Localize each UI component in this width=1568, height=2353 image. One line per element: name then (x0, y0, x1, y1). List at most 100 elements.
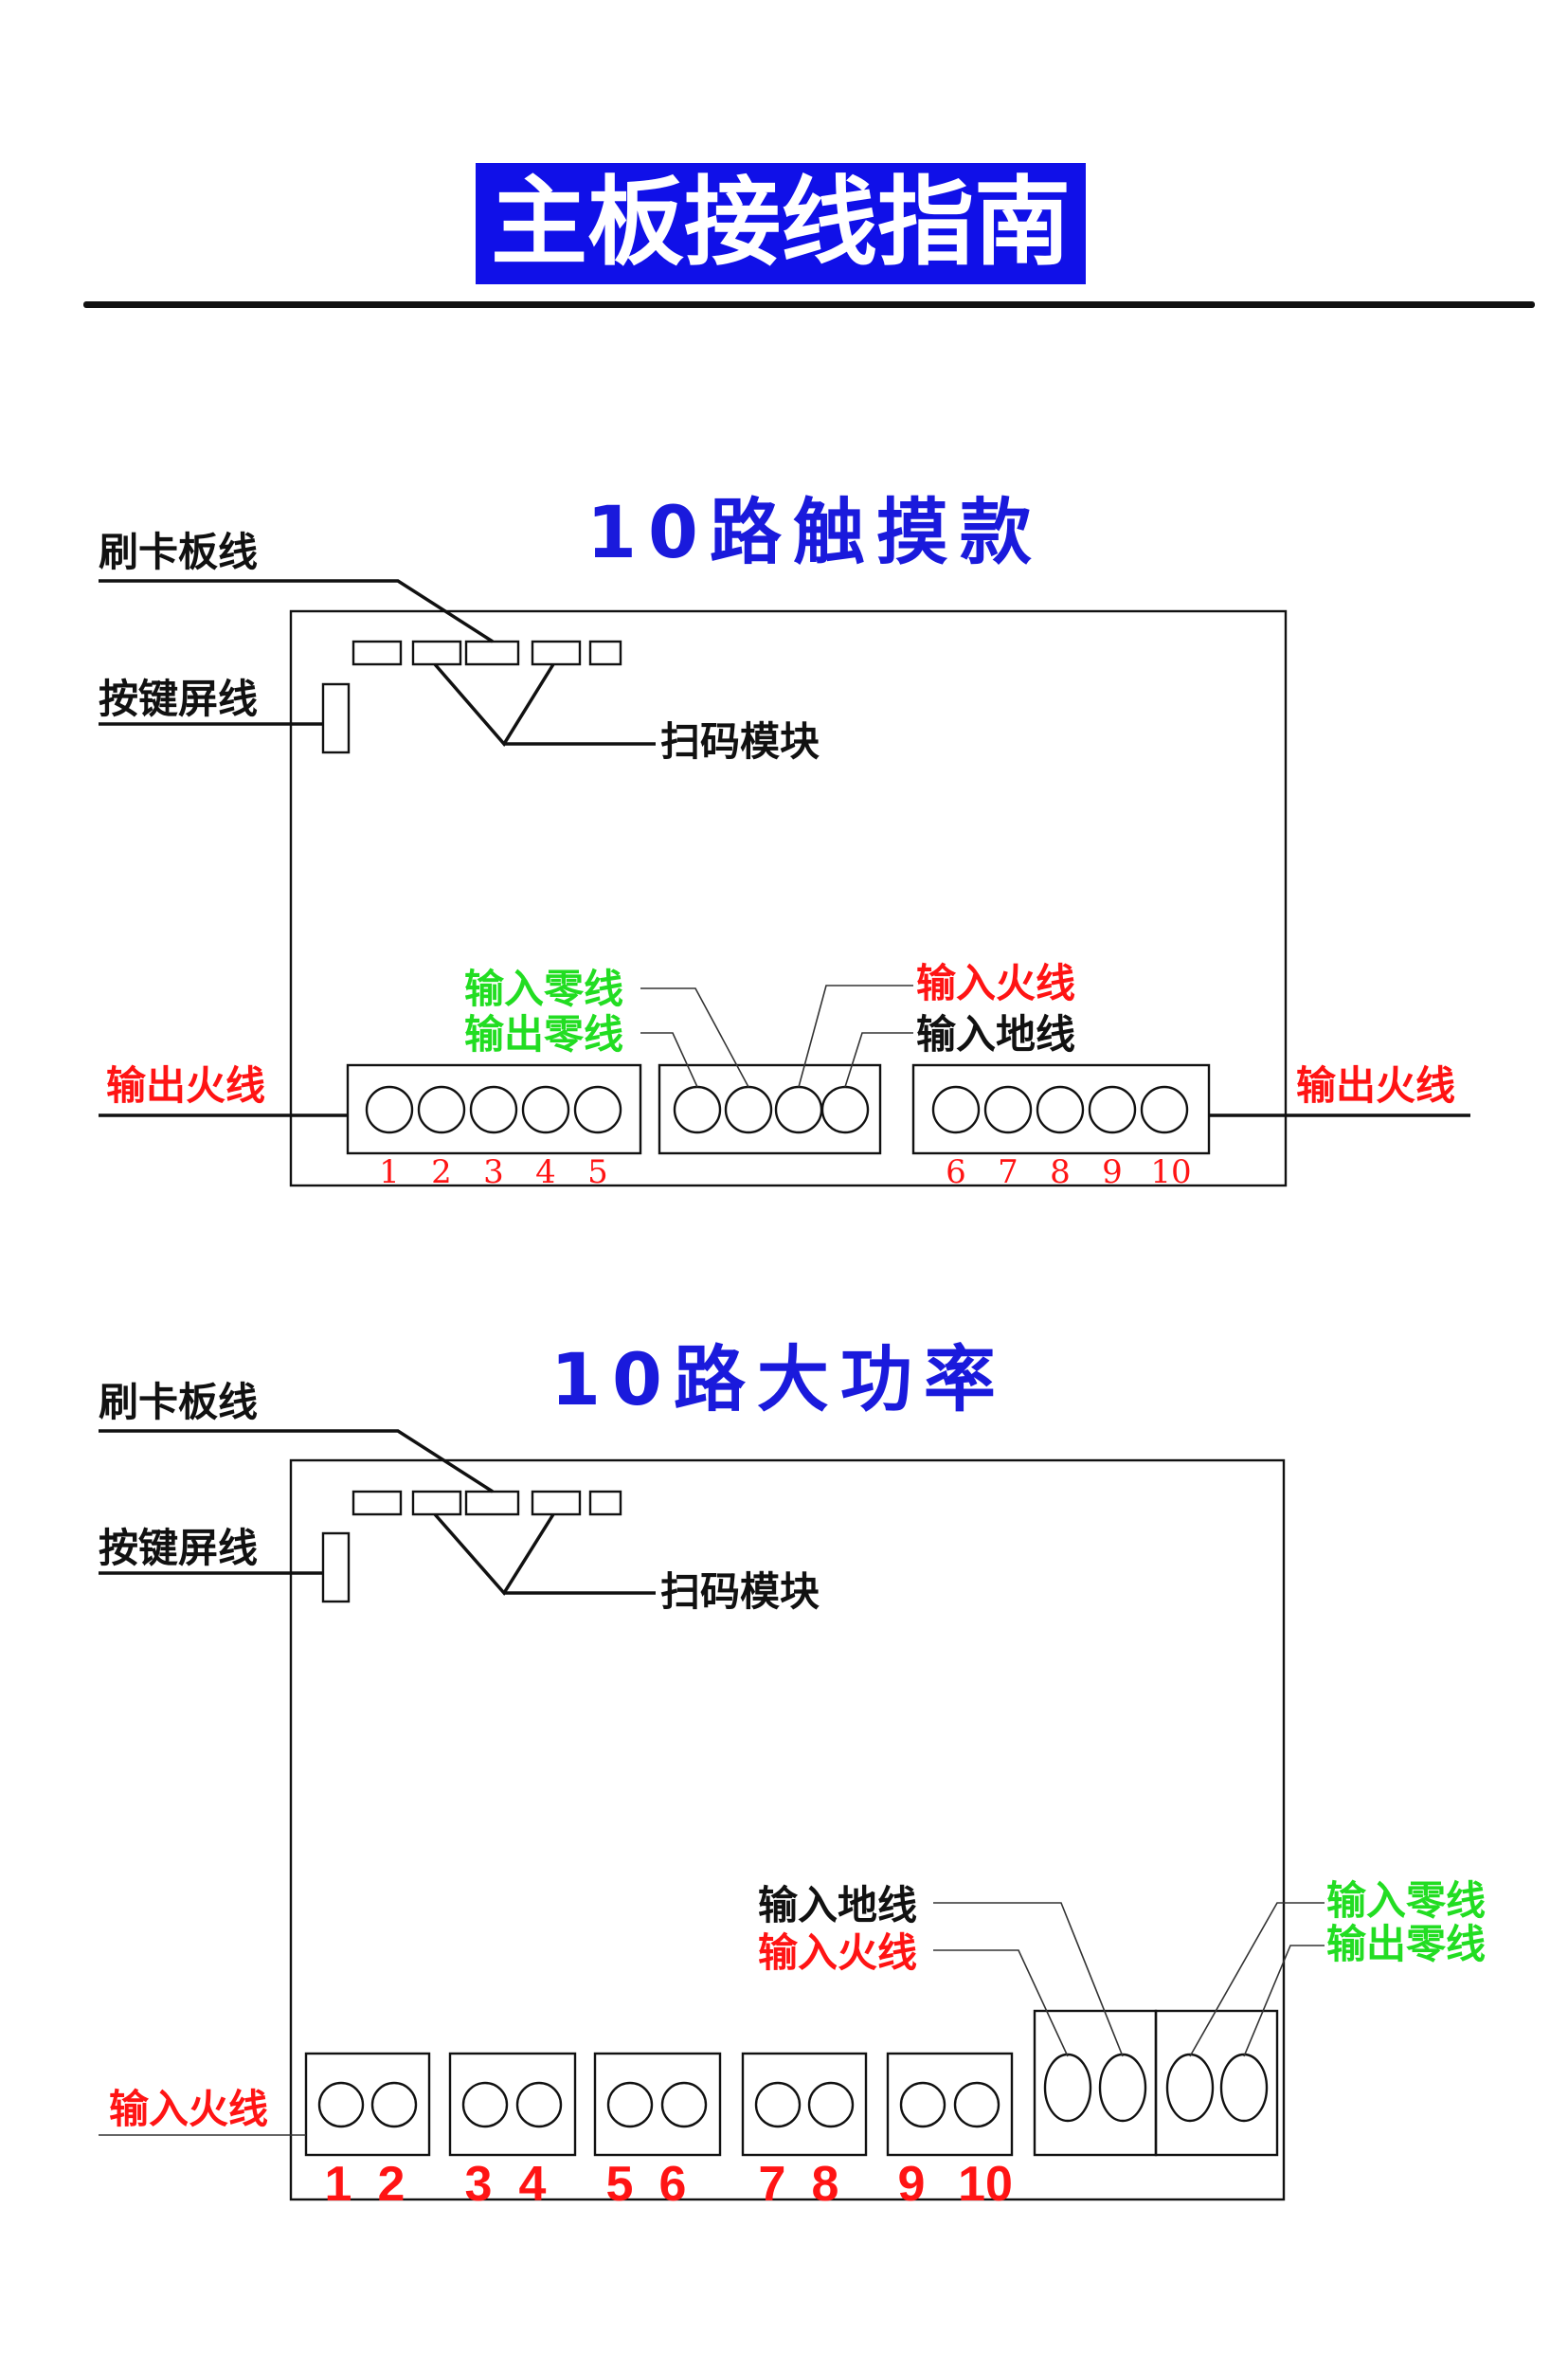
connector-slot (411, 1490, 462, 1516)
connector-slot (531, 640, 582, 666)
terminal (807, 2081, 855, 2128)
in-ground-leader (844, 1032, 913, 1088)
channel-number: 10 (1150, 1153, 1191, 1191)
terminal-block-right (911, 1063, 1211, 1155)
terminal (1140, 1085, 1189, 1134)
channel-number: 1 (379, 1153, 400, 1191)
terminal (317, 2081, 365, 2128)
in-hot-leader (933, 1949, 1069, 2057)
label-scan-module: 扫码模块 (660, 1568, 820, 1615)
terminal (724, 1085, 773, 1134)
channel-number: 6 (946, 1153, 966, 1191)
channel-number: 5 (606, 2157, 634, 2212)
connector-slot (464, 1490, 520, 1516)
terminal (461, 2081, 509, 2128)
channel-number: 4 (535, 1153, 556, 1191)
terminal-block-power (658, 1063, 882, 1155)
channel-number: 8 (812, 2157, 839, 2212)
channel-number: 3 (483, 1153, 504, 1191)
terminal-block-input (1033, 2009, 1158, 2157)
connector-slot (351, 640, 403, 666)
channel-numbers-left: 1 2 3 4 5 (379, 1153, 608, 1191)
channel-number: 9 (1102, 1153, 1123, 1191)
channel-numbers: 1 2 3 4 5 6 7 8 9 10 (325, 2157, 1013, 2212)
terminal-block-ch7-8 (741, 2052, 868, 2157)
terminal (606, 2081, 654, 2128)
terminals-left (365, 1085, 622, 1134)
in-neutral-leader (1189, 1902, 1325, 2057)
card-cable-leader (99, 1429, 494, 1493)
channel-number: 5 (587, 1153, 608, 1191)
label-out-hot-left: 输出火线 (106, 1062, 265, 1109)
terminal (931, 1085, 981, 1134)
terminal (1098, 2053, 1147, 2123)
terminal-block-left (346, 1063, 642, 1155)
label-in-neutral: 输入零线 (1326, 1877, 1486, 1924)
terminal (573, 1085, 622, 1134)
title-banner (476, 163, 1086, 284)
label-key-cable: 按键屏线 (99, 1525, 258, 1571)
label-in-hot: 输入火线 (916, 960, 1075, 1006)
channel-number: 3 (465, 2157, 493, 2212)
terminal (899, 2081, 946, 2128)
out-neutral-leader (1243, 1945, 1325, 2057)
top-connectors (351, 640, 622, 666)
scan-module-leader (433, 1512, 555, 1596)
label-key-cable: 按键屏线 (99, 676, 258, 722)
terminal (1219, 2053, 1269, 2123)
terminal (774, 1085, 823, 1134)
terminal-block-ch5-6 (593, 2052, 722, 2157)
channel-number: 4 (519, 2157, 547, 2212)
label-scan-module: 扫码模块 (660, 718, 820, 765)
channel-number: 10 (958, 2157, 1013, 2212)
terminal (521, 1085, 570, 1134)
in-ground-leader (933, 1902, 1124, 2057)
connector-slot (531, 1490, 582, 1516)
terminal (417, 1085, 466, 1134)
channel-number: 6 (659, 2157, 687, 2212)
channel-number: 2 (378, 2157, 406, 2212)
card-cable-leader (99, 579, 494, 643)
channel-number: 8 (1050, 1153, 1071, 1191)
terminal (983, 1085, 1033, 1134)
terminal (515, 2081, 563, 2128)
terminal (1036, 1085, 1085, 1134)
scan-module-leader (433, 662, 555, 747)
label-in-hot: 输入火线 (758, 1929, 917, 1976)
label-in-ground: 输入地线 (916, 1011, 1075, 1058)
terminal-block-ch1-2 (304, 2052, 431, 2157)
key-screen-connector (321, 1531, 351, 1603)
terminal (754, 2081, 802, 2128)
out-neutral-leader (640, 1032, 698, 1088)
terminals-right (931, 1085, 1189, 1134)
label-out-neutral: 输出零线 (1326, 1921, 1486, 1967)
terminal (469, 1085, 518, 1134)
terminal (1165, 2053, 1215, 2123)
connector-slot (588, 1490, 622, 1516)
terminal (820, 1085, 870, 1134)
key-screen-connector (321, 682, 351, 754)
label-card-cable: 刷卡板线 (99, 1379, 258, 1425)
channel-terminal-blocks (304, 2052, 1014, 2157)
terminal (370, 2081, 418, 2128)
channel-number: 7 (998, 1153, 1018, 1191)
terminals-power (673, 1085, 870, 1134)
title-divider (83, 301, 1535, 308)
terminal-block-ch9-10 (886, 2052, 1014, 2157)
label-out-neutral: 输出零线 (464, 1011, 623, 1058)
channel-number: 1 (325, 2157, 352, 2212)
terminal (673, 1085, 722, 1134)
terminal (1043, 2053, 1092, 2123)
terminal-block-neutral (1154, 2009, 1279, 2157)
in-neutral-leader (640, 987, 749, 1088)
terminal (365, 1085, 414, 1134)
channel-number: 2 (431, 1153, 452, 1191)
top-connectors (351, 1490, 622, 1516)
terminal (1088, 1085, 1137, 1134)
section-power: 10路大功率 刷卡板线 按键屏线 扫码模块 (99, 1337, 1486, 2212)
channel-numbers-right: 6 7 8 9 10 (946, 1153, 1191, 1191)
label-in-neutral: 输入零线 (464, 966, 623, 1012)
connector-slot (411, 640, 462, 666)
